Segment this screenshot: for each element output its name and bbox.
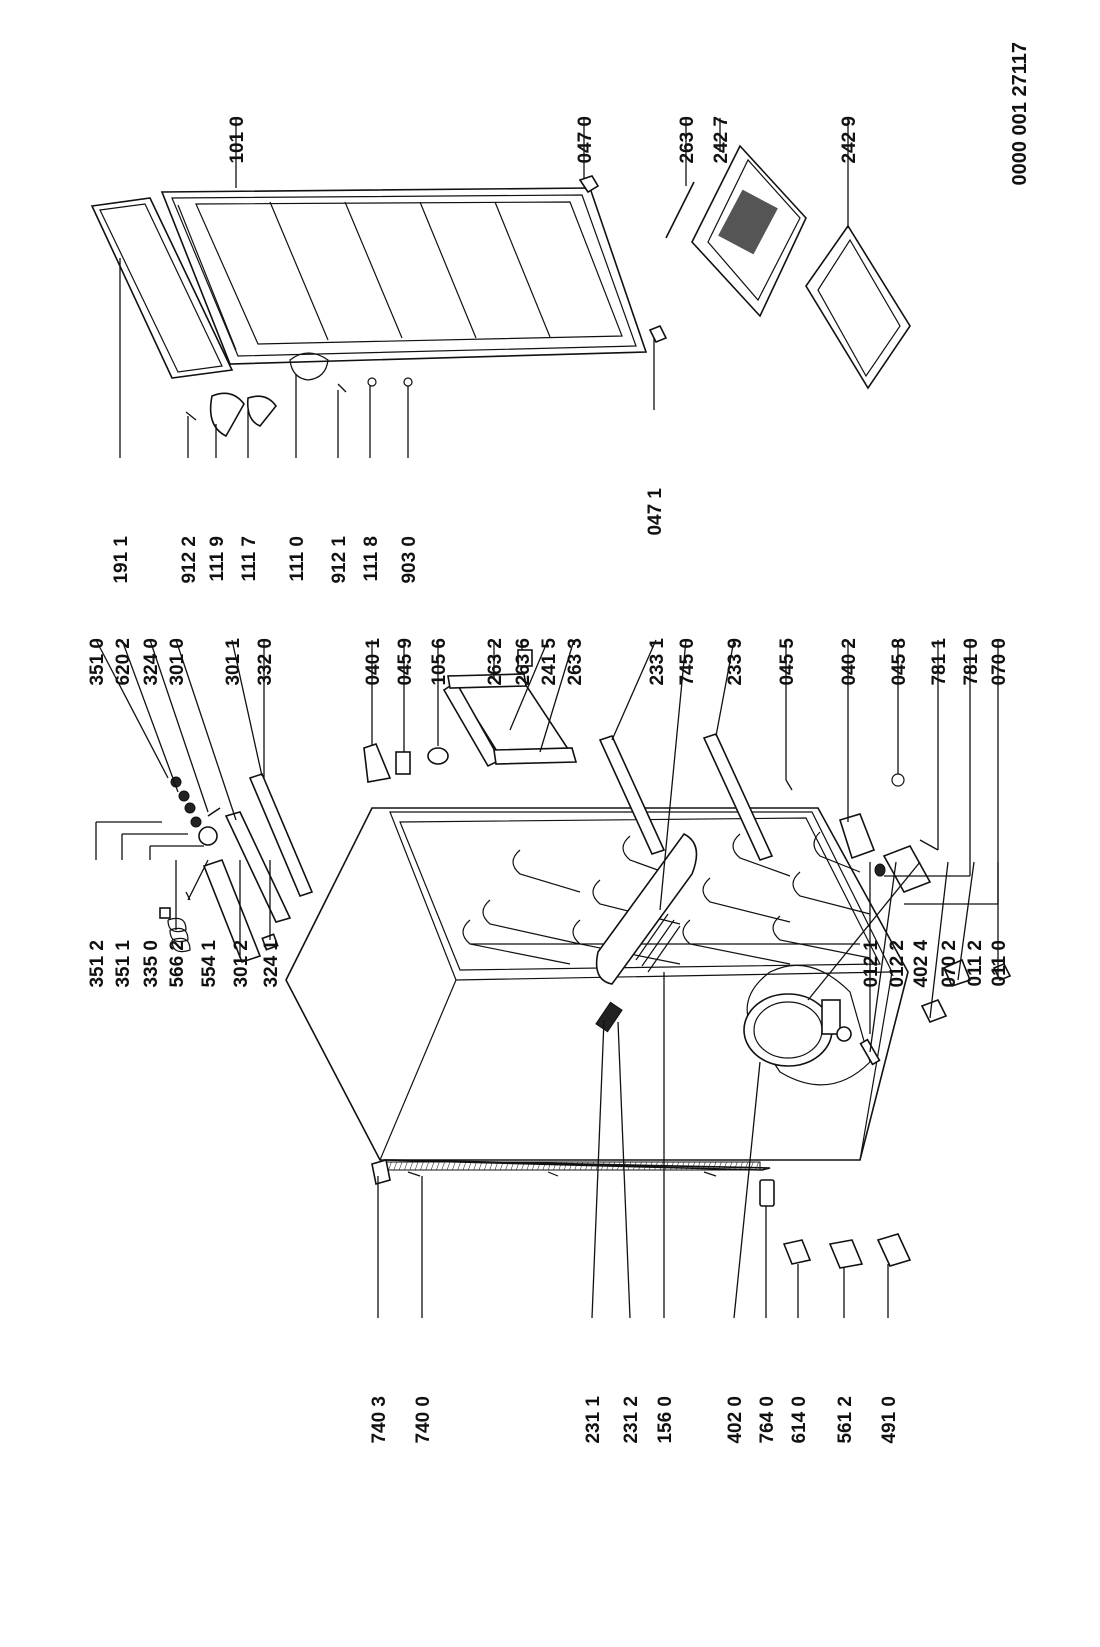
label-070-2: 070 2 [939, 940, 960, 988]
handle-caps-parts [185, 377, 413, 438]
label-351-2: 351 2 [87, 940, 108, 988]
label-011-0: 011 0 [989, 940, 1010, 987]
label-263-0: 263 0 [677, 116, 698, 164]
label-233-9: 233 9 [725, 638, 746, 686]
label-912-2: 912 2 [179, 536, 200, 584]
leader-lines [95, 118, 999, 1319]
label-045-9: 045 9 [395, 638, 416, 686]
label-040-2: 040 2 [839, 638, 860, 686]
label-903-0: 903 0 [399, 536, 420, 584]
label-912-1: 912 1 [329, 536, 350, 584]
label-620-2: 620 2 [113, 638, 134, 686]
label-111-9: 111 9 [207, 536, 228, 581]
label-335-0: 335 0 [141, 940, 162, 988]
label-566-2: 566 2 [167, 940, 188, 988]
label-231-1: 231 1 [583, 1396, 604, 1444]
label-745-0: 745 0 [677, 638, 698, 686]
label-011-2: 011 2 [965, 940, 986, 987]
label-402-4: 402 4 [911, 940, 932, 988]
label-233-1: 233 1 [647, 638, 668, 686]
label-781-0: 781 0 [961, 638, 982, 686]
wire-shelves-part [462, 831, 871, 965]
label-040-1: 040 1 [363, 638, 384, 686]
shelf-rails-parts [598, 733, 774, 861]
label-231-2: 231 2 [621, 1396, 642, 1444]
label-047-0: 047 0 [575, 116, 596, 164]
compressor-part [743, 964, 881, 1086]
freezer-baskets-parts [665, 144, 911, 390]
label-351-1: 351 1 [113, 940, 134, 988]
label-111-0: 111 0 [287, 536, 308, 581]
label-301-2: 301 2 [231, 940, 252, 988]
label-263-6: 263 6 [513, 638, 534, 686]
foot-parts [874, 845, 932, 893]
label-324-0: 324 0 [141, 638, 162, 686]
label-111-8: 111 8 [361, 536, 382, 581]
control-panel-parts [159, 773, 314, 963]
label-301-1: 301 1 [223, 638, 244, 686]
cabinet-body-part [285, 807, 909, 1161]
label-301-0: 301 0 [167, 638, 188, 686]
hinge-parts [363, 743, 905, 860]
label-351-0: 351 0 [87, 638, 108, 686]
label-740-0: 740 0 [413, 1396, 434, 1444]
label-781-1: 781 1 [929, 638, 950, 686]
label-101-0: 101 0 [227, 116, 248, 164]
label-242-7: 242 7 [711, 116, 732, 164]
label-263-2: 263 2 [485, 638, 506, 686]
part-labels: 101 0 047 0 263 0 242 7 242 9 0000 001 2… [87, 42, 1031, 1444]
label-156-0: 156 0 [655, 1396, 676, 1444]
condenser-part [371, 1158, 771, 1186]
label-764-0: 764 0 [757, 1396, 778, 1444]
label-402-0: 402 0 [725, 1396, 746, 1444]
document-code: 0000 001 27117 [1009, 42, 1031, 186]
label-263-3: 263 3 [565, 638, 586, 686]
label-324-1: 324 1 [261, 940, 282, 988]
label-554-1: 554 1 [199, 940, 220, 988]
label-045-5: 045 5 [777, 638, 798, 686]
label-191-1: 191 1 [111, 536, 132, 584]
door-part [160, 187, 648, 381]
door-gasket-part [90, 197, 234, 379]
label-111-7: 111 7 [239, 536, 260, 581]
electrical-parts [759, 1179, 912, 1269]
label-740-3: 740 3 [369, 1396, 390, 1444]
label-070-0: 070 0 [989, 638, 1010, 686]
thermostat-housing-part [595, 832, 698, 1033]
label-491-0: 491 0 [879, 1396, 900, 1444]
label-012-2: 012 2 [887, 940, 908, 988]
label-614-0: 614 0 [789, 1396, 810, 1444]
label-047-1: 047 1 [645, 488, 666, 536]
label-561-2: 561 2 [835, 1396, 856, 1444]
label-332-0: 332 0 [255, 638, 276, 686]
label-242-9: 242 9 [839, 116, 860, 164]
label-012-1: 012 1 [861, 940, 882, 988]
label-241-5: 241 5 [539, 638, 560, 686]
door-shelf-parts [442, 649, 578, 768]
label-105-6: 105 6 [429, 638, 450, 686]
label-045-8: 045 8 [889, 638, 910, 686]
